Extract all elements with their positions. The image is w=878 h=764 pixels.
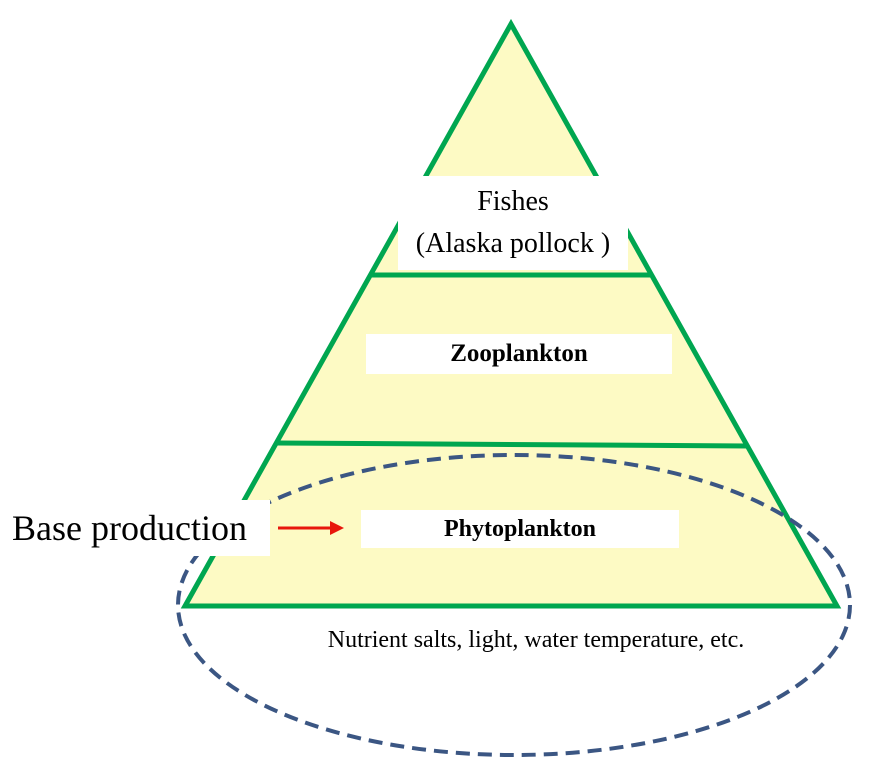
base-production-label: Base production <box>12 508 247 548</box>
phytoplankton-label: Phytoplankton <box>443 515 597 542</box>
fishes-label: Fishes <box>477 186 549 217</box>
base-production-label-box: Base production <box>8 500 270 556</box>
zooplankton-label-box: Zooplankton <box>366 334 672 374</box>
base-production-ellipse <box>176 453 852 757</box>
phytoplankton-label-box: Phytoplankton <box>361 510 679 548</box>
environment-factors-label-box: Nutrient salts, light, water temperature… <box>266 622 806 658</box>
fishes-label-box: Fishes (Alaska pollock ) <box>398 176 628 270</box>
environment-factors-label: Nutrient salts, light, water temperature… <box>327 626 745 653</box>
alaska-pollock-label: (Alaska pollock ) <box>415 228 611 259</box>
zooplankton-label: Zooplankton <box>450 340 588 367</box>
pyramid-triangle <box>180 18 842 609</box>
pyramid-divider-bottom <box>275 440 749 449</box>
arrow-right-icon <box>330 521 344 535</box>
